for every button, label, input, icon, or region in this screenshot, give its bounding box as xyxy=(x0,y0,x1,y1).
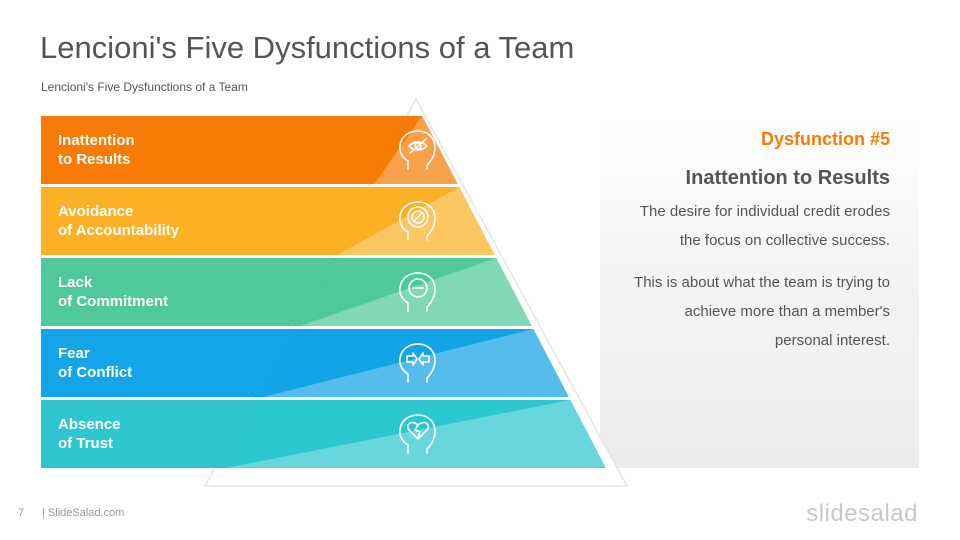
eye-slash-head-icon xyxy=(398,130,436,170)
pyramid-slice-4 xyxy=(263,329,569,397)
slidesalad-logo: slidesalad xyxy=(806,500,918,527)
detail-paragraph-2: This is about what the team is trying to… xyxy=(634,274,890,349)
footer-brand: | SlideSalad.com xyxy=(42,507,125,519)
minus-head-icon xyxy=(398,272,436,312)
detail-paragraph-1: The desire for individual credit erodes … xyxy=(639,203,890,249)
page-subtitle: Lencioni's Five Dysfunctions of a Team xyxy=(41,80,248,94)
page-number: 7 xyxy=(18,507,25,519)
detail-panel-background xyxy=(600,116,919,468)
page-title: Lencioni's Five Dysfunctions of a Team xyxy=(40,30,575,65)
broken-heart-head-icon xyxy=(398,414,436,454)
detail-kicker: Dysfunction #5 xyxy=(760,129,890,149)
detail-heading: Inattention to Results xyxy=(685,167,890,189)
prohibited-head-icon xyxy=(398,201,436,241)
pyramid-slice-5 xyxy=(226,400,606,468)
conflict-arrows-head-icon xyxy=(398,343,436,383)
pyramid-slice-3 xyxy=(300,258,532,326)
pyramid-slice-2 xyxy=(337,187,495,255)
level-bar-1 xyxy=(41,116,423,184)
